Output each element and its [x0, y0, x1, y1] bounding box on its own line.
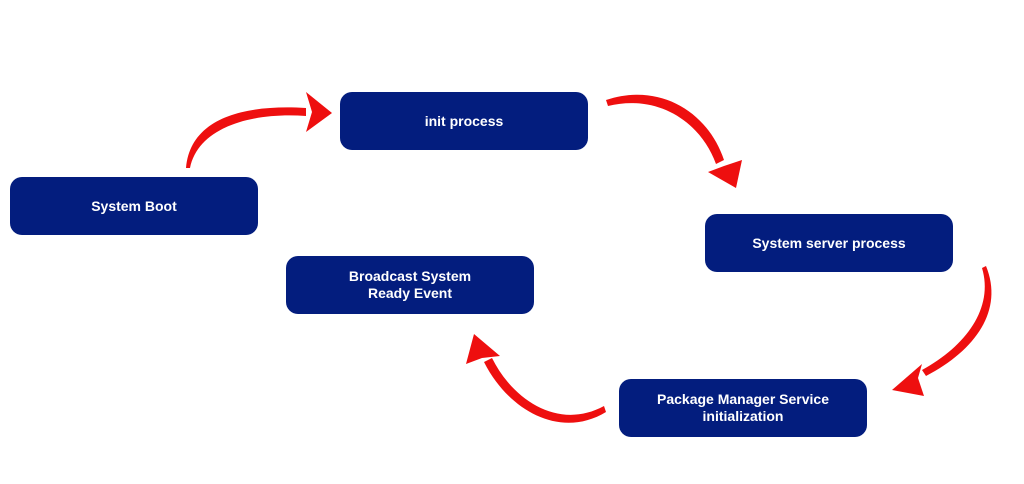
node-system-boot: System Boot: [10, 177, 258, 235]
node-broadcast-system-ready: Broadcast System Ready Event: [286, 256, 534, 314]
node-broadcast-label-line2: Ready Event: [367, 285, 453, 301]
node-system-boot-label: System Boot: [91, 197, 177, 214]
arrow-pms-to-broadcast: [484, 358, 606, 423]
arrowhead-pms-to-broadcast: [466, 334, 500, 364]
arrowhead-boot-to-init: [306, 92, 332, 132]
node-system-server-label: System server process: [752, 234, 906, 251]
arrowhead-init-to-server: [708, 160, 742, 188]
node-init-process: init process: [340, 92, 588, 150]
node-broadcast-label-line1: Broadcast System: [348, 268, 472, 284]
node-init-process-label: init process: [424, 112, 504, 129]
arrow-boot-to-init: [186, 107, 306, 168]
node-package-manager-service: Package Manager Service initialization: [619, 379, 867, 437]
arrow-init-to-server: [606, 94, 724, 164]
arrow-server-to-pms: [922, 266, 992, 376]
node-package-manager-label-line1: Package Manager Service: [657, 391, 829, 407]
node-package-manager-label-line2: initialization: [702, 408, 784, 424]
arrowhead-server-to-pms: [892, 364, 924, 396]
node-system-server-process: System server process: [705, 214, 953, 272]
